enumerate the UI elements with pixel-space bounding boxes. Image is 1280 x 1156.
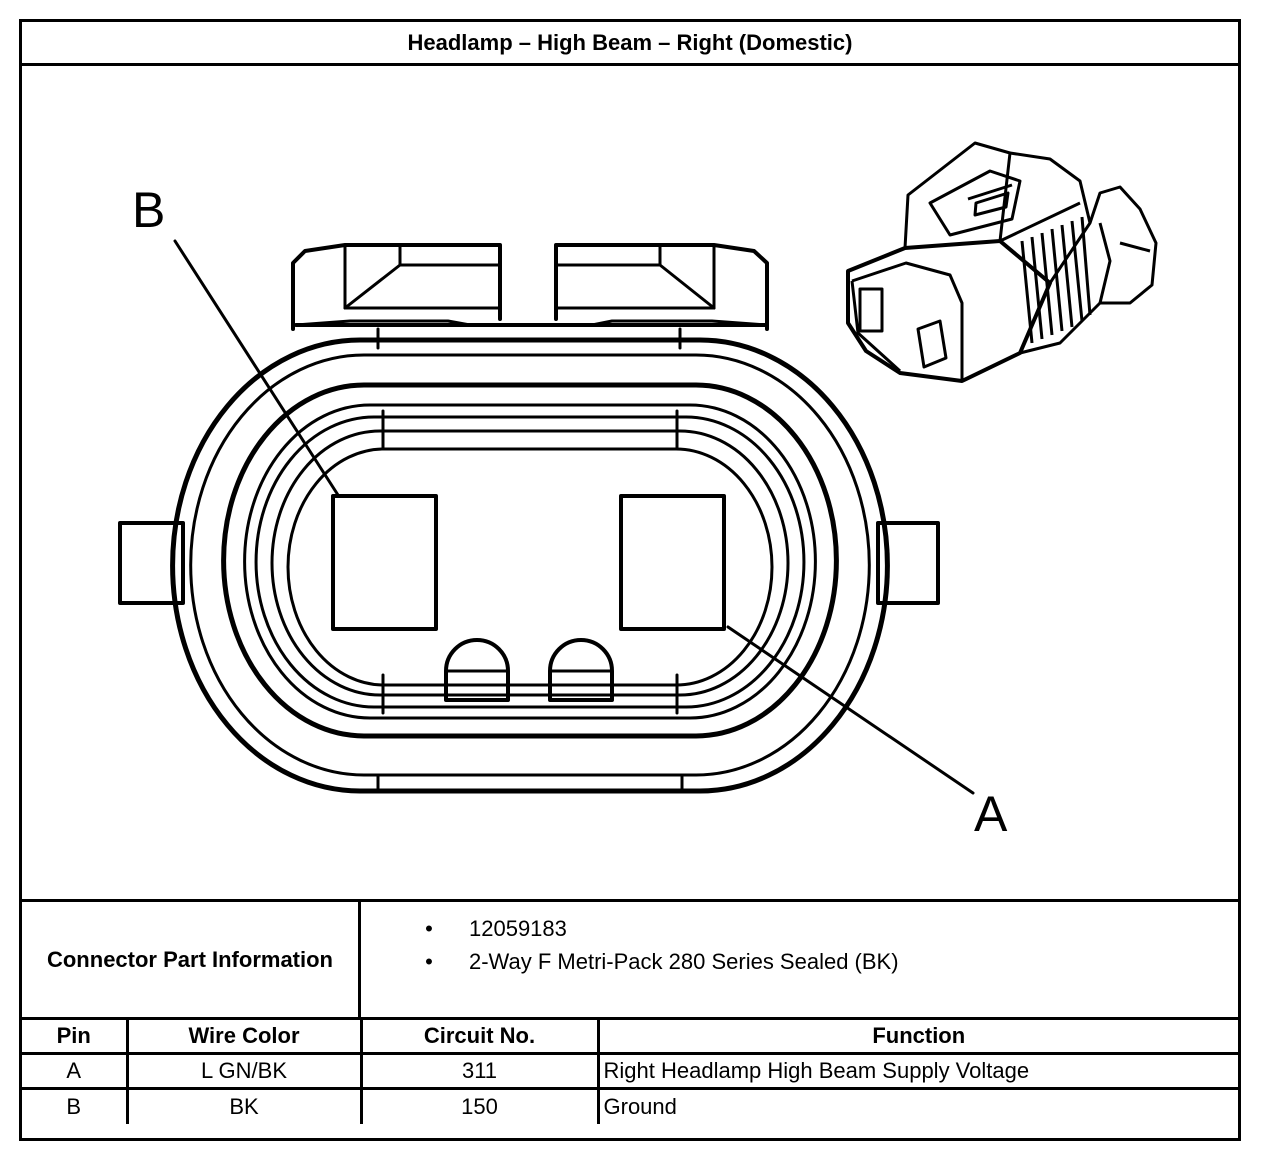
- top-latch-right: [554, 243, 769, 331]
- connector-outer-shell: [170, 337, 890, 794]
- side-tab-left: [118, 521, 185, 605]
- cell-wire-color: L GN/BK: [125, 1052, 363, 1090]
- cell-function: Right Headlamp High Beam Supply Voltage: [596, 1052, 1238, 1090]
- key-bump-right: [548, 638, 614, 702]
- cell-circuit-no: 311: [359, 1052, 600, 1090]
- table-row: A L GN/BK 311 Right Headlamp High Beam S…: [22, 1052, 1238, 1090]
- pin-label-b: B: [132, 182, 165, 238]
- connector-part-info: Connector Part Information • 12059183 • …: [22, 899, 1238, 1017]
- cell-pin: A: [22, 1052, 129, 1090]
- terminal-cavity-b: [331, 494, 438, 631]
- cell-wire-color: BK: [125, 1087, 363, 1124]
- connector-face-drawing: B A: [118, 141, 1158, 842]
- header-wire-color: Wire Color: [125, 1017, 363, 1055]
- table-header-row: Pin Wire Color Circuit No. Function: [22, 1017, 1238, 1055]
- bullet-icon: •: [425, 949, 433, 974]
- cell-function: Ground: [596, 1087, 1238, 1124]
- connector-diagram: B A: [22, 66, 1238, 899]
- part-number: 12059183: [469, 916, 567, 941]
- connector-info-label: Connector Part Information: [22, 902, 361, 1017]
- terminal-cavity-a: [619, 494, 726, 631]
- part-description: 2-Way F Metri-Pack 280 Series Sealed (BK…: [469, 949, 899, 974]
- table-row: B BK 150 Ground: [22, 1087, 1238, 1124]
- cell-pin: B: [22, 1087, 129, 1124]
- leader-line-a: [726, 625, 975, 795]
- top-latch-left: [291, 243, 502, 331]
- connector-isometric-view: [846, 141, 1158, 383]
- seal-ring: [221, 382, 839, 739]
- connector-info-list: • 12059183 • 2-Way F Metri-Pack 280 Seri…: [361, 902, 1238, 1017]
- side-tab-right: [876, 521, 940, 605]
- key-bump-left: [444, 638, 510, 702]
- pin-label-a: A: [974, 786, 1008, 842]
- leader-line-b: [173, 239, 340, 497]
- cell-circuit-no: 150: [359, 1087, 600, 1124]
- header-function: Function: [596, 1017, 1238, 1055]
- connector-sheet: Headlamp – High Beam – Right (Domestic): [19, 19, 1241, 1141]
- page-title: Headlamp – High Beam – Right (Domestic): [22, 22, 1238, 66]
- header-pin: Pin: [22, 1017, 129, 1055]
- bullet-icon: •: [425, 916, 433, 941]
- header-circuit-no: Circuit No.: [359, 1017, 600, 1055]
- pin-table: Pin Wire Color Circuit No. Function A L …: [22, 1017, 1238, 1124]
